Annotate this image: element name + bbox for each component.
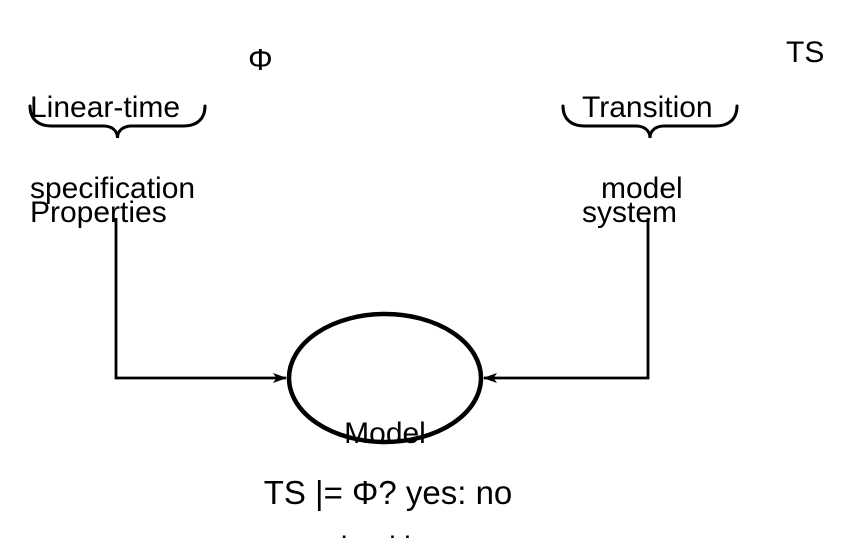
model-arrow: [483, 218, 650, 383]
model-checking-node-line2: checking: [285, 529, 485, 538]
right-underbrace: [561, 104, 739, 139]
transition-system-line1: Transition: [582, 91, 713, 124]
linear-time-properties-line2: Properties: [30, 196, 167, 229]
model-checking-node-line1: Model: [344, 417, 426, 450]
transition-system-title: Transition system: [582, 20, 713, 300]
model-checking-ellipse: [286, 311, 484, 445]
linear-time-properties-line1: Linear-time: [30, 91, 181, 124]
result-formula: TS |= Φ? yes: no: [263, 474, 513, 511]
specification-label: specification: [30, 172, 196, 205]
phi-symbol: Φ: [248, 42, 273, 77]
linear-time-properties-title: Linear-time Properties: [30, 20, 180, 300]
model-label: model: [601, 172, 683, 205]
model-checking-node-label: Model checking: [285, 339, 485, 538]
transition-system-line2: system: [582, 196, 678, 229]
ts-symbol: TS: [786, 36, 825, 69]
specification-arrow: [114, 218, 287, 383]
left-underbrace: [28, 104, 207, 139]
